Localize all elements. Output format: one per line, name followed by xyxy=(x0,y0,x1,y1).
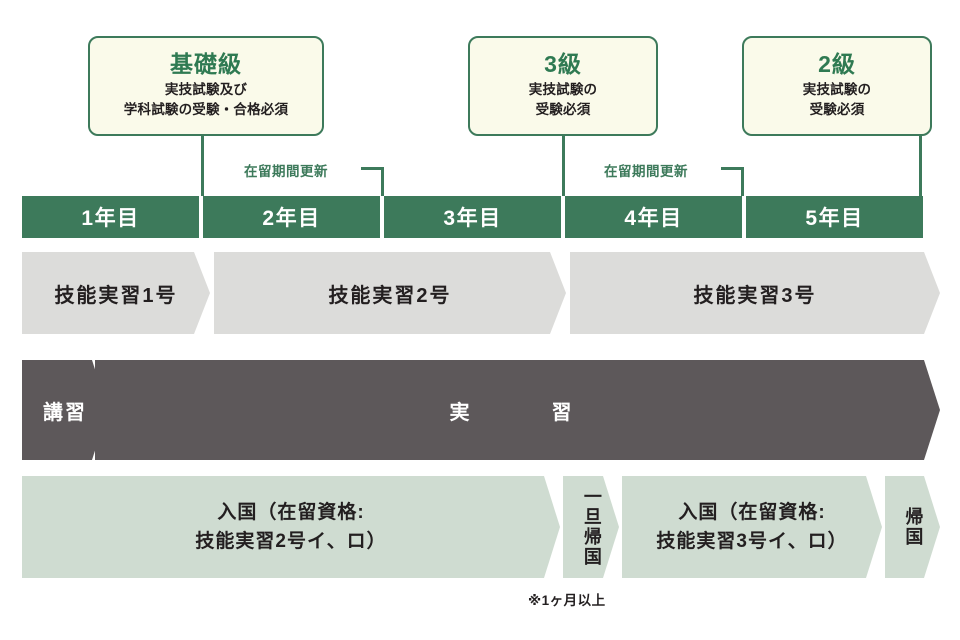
year-cell-2[interactable]: 2年目 xyxy=(203,196,380,238)
training-stage-1[interactable]: 技能実習1号 xyxy=(22,252,210,334)
activity-practice[interactable]: 実 習 xyxy=(95,360,940,460)
callout-grade3-requirement-line2: 受験必須 xyxy=(535,101,591,117)
residence-entry-2-label: 入国（在留資格: 技能実習2号イ、ロ） xyxy=(195,498,386,557)
callout-kiso-requirement: 実技試験及び 学科試験の受験・合格必須 xyxy=(124,80,288,119)
training-stage-2-label: 技能実習2号 xyxy=(328,284,452,307)
year-cell-divider xyxy=(199,196,203,238)
callout-grade2-requirement-line2: 受験必須 xyxy=(809,101,865,117)
year-cell-divider xyxy=(380,196,384,238)
training-stage-1-label: 技能実習1号 xyxy=(54,284,178,307)
callout-grade3-requirement-line1: 実技試験の xyxy=(528,82,598,97)
activity-practice-label: 実 習 xyxy=(449,401,586,424)
year-cell-5[interactable]: 5年目 xyxy=(746,196,923,238)
footnote: ※1ヶ月以上 xyxy=(528,593,606,608)
callout-grade2-requirement-line1: 実技試験の xyxy=(802,82,872,97)
callout-kiso-grade: 基礎級 xyxy=(170,50,242,77)
callout-grade2[interactable]: 2級 実技試験の 受験必須 xyxy=(742,36,932,136)
residence-entry-3-line1: 入国（在留資格: xyxy=(678,501,826,523)
year-bar: 1年目 2年目 3年目 4年目 5年目 xyxy=(22,196,924,238)
residence-final-return[interactable]: 帰国 xyxy=(885,476,940,578)
residence-entry-3-label: 入国（在留資格: 技能実習3号イ、ロ） xyxy=(656,498,847,557)
residence-entry-3-line2: 技能実習3号イ、ロ） xyxy=(656,531,848,552)
renewal-bracket-2 xyxy=(721,167,744,198)
residence-temporary-return-label: 一旦帰国 xyxy=(581,487,602,567)
callout-kiso[interactable]: 基礎級 実技試験及び 学科試験の受験・合格必須 xyxy=(88,36,324,136)
residence-entry-2-line1: 入国（在留資格: xyxy=(217,501,365,523)
callout-kiso-requirement-line2: 学科試験の受験・合格必須 xyxy=(123,101,289,117)
residence-entry-2[interactable]: 入国（在留資格: 技能実習2号イ、ロ） xyxy=(22,476,560,578)
residence-entry-2-line2: 技能実習2号イ、ロ） xyxy=(195,531,387,552)
training-stage-3[interactable]: 技能実習3号 xyxy=(570,252,940,334)
residence-band: 入国（在留資格: 技能実習2号イ、ロ） 一旦帰国 入国（在留資格: 技能実習3号… xyxy=(0,476,960,578)
callout-stem-grade3 xyxy=(562,132,565,198)
residence-final-return-label: 帰国 xyxy=(903,507,924,547)
year-cell-3[interactable]: 3年目 xyxy=(384,196,561,238)
training-stage-3-label: 技能実習3号 xyxy=(693,284,817,307)
renewal-label-1: 在留期間更新 xyxy=(244,164,328,179)
year-cell-1[interactable]: 1年目 xyxy=(22,196,199,238)
activity-lecture[interactable]: 講習 xyxy=(22,360,108,460)
callout-grade3-requirement: 実技試験の 受験必須 xyxy=(529,80,598,119)
renewal-bracket-1 xyxy=(361,167,384,198)
callout-kiso-requirement-line1: 実技試験及び xyxy=(164,82,248,97)
activity-lecture-label: 講習 xyxy=(43,401,87,424)
activity-band: 講習 実 習 xyxy=(0,360,960,460)
training-stage-band: 技能実習1号 技能実習2号 技能実習3号 xyxy=(0,252,960,334)
callout-stem-kiso xyxy=(201,132,204,198)
year-cell-divider xyxy=(561,196,565,238)
training-stage-2[interactable]: 技能実習2号 xyxy=(214,252,566,334)
residence-entry-3[interactable]: 入国（在留資格: 技能実習3号イ、ロ） xyxy=(622,476,882,578)
renewal-label-2: 在留期間更新 xyxy=(604,164,688,179)
year-cell-4[interactable]: 4年目 xyxy=(565,196,742,238)
year-cell-divider xyxy=(742,196,746,238)
callout-stem-grade2 xyxy=(919,132,922,198)
callout-grade3[interactable]: 3級 実技試験の 受験必須 xyxy=(468,36,658,136)
residence-temporary-return[interactable]: 一旦帰国 xyxy=(563,476,619,578)
callout-grade2-requirement: 実技試験の 受験必須 xyxy=(803,80,872,119)
callout-grade2-grade: 2級 xyxy=(818,50,856,77)
callout-grade3-grade: 3級 xyxy=(544,50,582,77)
